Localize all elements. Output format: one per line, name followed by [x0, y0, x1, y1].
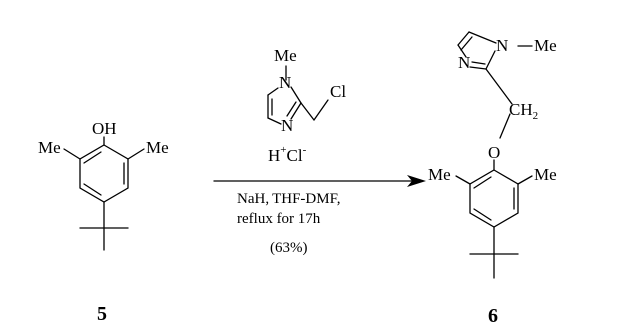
compound-5-ring-double-bond — [83, 151, 102, 164]
reaction-arrow-head — [407, 175, 426, 187]
compound-5-oh-label: OH — [92, 119, 117, 138]
product-ch-text: CH — [509, 100, 533, 119]
compound-5: OH Me Me 5 — [38, 119, 169, 325]
product-o-label: O — [488, 143, 500, 162]
product-ring-bond — [457, 44, 467, 58]
product-methyl-right-label: Me — [534, 165, 557, 184]
reagent-n1-label: N — [279, 73, 291, 92]
product-ch2-subscript: 2 — [533, 110, 539, 122]
conditions-thf: THF — [272, 191, 300, 207]
reagent-ccl-bond — [313, 99, 329, 121]
reagent-hcl-plus: + — [280, 144, 286, 156]
conditions-sep-3: , — [337, 191, 341, 207]
conditions-line-1: NaH,THF-DMF, — [237, 191, 340, 207]
reagent-hcl-label: H+Cl- — [268, 144, 307, 165]
product-ring-double-bond — [460, 36, 473, 51]
product-ring-bond — [485, 50, 496, 70]
reagent-hcl-h: H — [268, 146, 280, 165]
reagent-n3-label: N — [281, 116, 293, 135]
product-benzene-double-bond — [473, 208, 492, 221]
compound-5-methyl-left-label: Me — [38, 138, 61, 157]
compound-5-methyl-bond-right — [127, 148, 145, 160]
compound-6-number: 6 — [488, 305, 498, 327]
reagent-imidazole: Me N N Cl H+Cl- — [267, 46, 346, 165]
reagent-ring-bond — [290, 102, 302, 120]
conditions-sep-2: - — [300, 191, 305, 207]
conditions-yield: (63%) — [270, 240, 308, 256]
product-benzene-double-bond — [473, 176, 492, 189]
product-methyl-left-label: Me — [428, 165, 451, 184]
product-n-methyl-label: N — [496, 36, 508, 55]
product-methyl-bond-left — [455, 175, 471, 185]
reagent-ring-bond — [267, 87, 279, 96]
product-ring-bond — [468, 31, 497, 44]
conditions-dmf: DMF — [305, 191, 337, 207]
product-n-methyl-me-label: Me — [534, 36, 557, 55]
product-ring-n-label: N — [458, 53, 470, 72]
compound-5-ring-double-bond — [83, 183, 102, 196]
reagent-hcl-cl: Cl — [287, 146, 303, 165]
reaction-conditions: NaH,THF-DMF, reflux for 17h (63%) — [237, 191, 340, 256]
reagent-methyl-label: Me — [274, 46, 297, 65]
conditions-sep-1: , — [265, 191, 269, 207]
compound-5-methyl-bond-left — [63, 148, 81, 160]
reagent-ring-bond — [267, 117, 282, 125]
reagent-ch2-bond — [300, 102, 315, 121]
reaction-arrow — [213, 175, 426, 187]
compound-5-ring — [79, 144, 129, 203]
product-ch2-label: CH2 — [509, 100, 538, 122]
reagent-hcl-minus: - — [303, 144, 307, 156]
product-ring-bond — [469, 66, 487, 70]
conditions-line-2: reflux for 17h — [237, 211, 321, 227]
product-ring-double-bond — [471, 61, 486, 65]
product-c-ch2-bond — [485, 68, 513, 105]
compound-5-number: 5 — [97, 303, 107, 325]
reagent-ring-double-bond — [286, 101, 297, 117]
reagent-ring-bond — [290, 86, 302, 104]
compound-6: N N Me CH2 O Me Me 6 — [428, 31, 557, 327]
product-methyl-bond-right — [517, 175, 533, 185]
compound-5-methyl-right-label: Me — [146, 138, 169, 157]
product-ring-bond — [457, 31, 470, 46]
conditions-nah: NaH — [237, 191, 265, 207]
product-ch2-o-bond — [499, 113, 511, 139]
reagent-cl-label: Cl — [330, 82, 346, 101]
product-benzene-ring — [469, 169, 519, 228]
